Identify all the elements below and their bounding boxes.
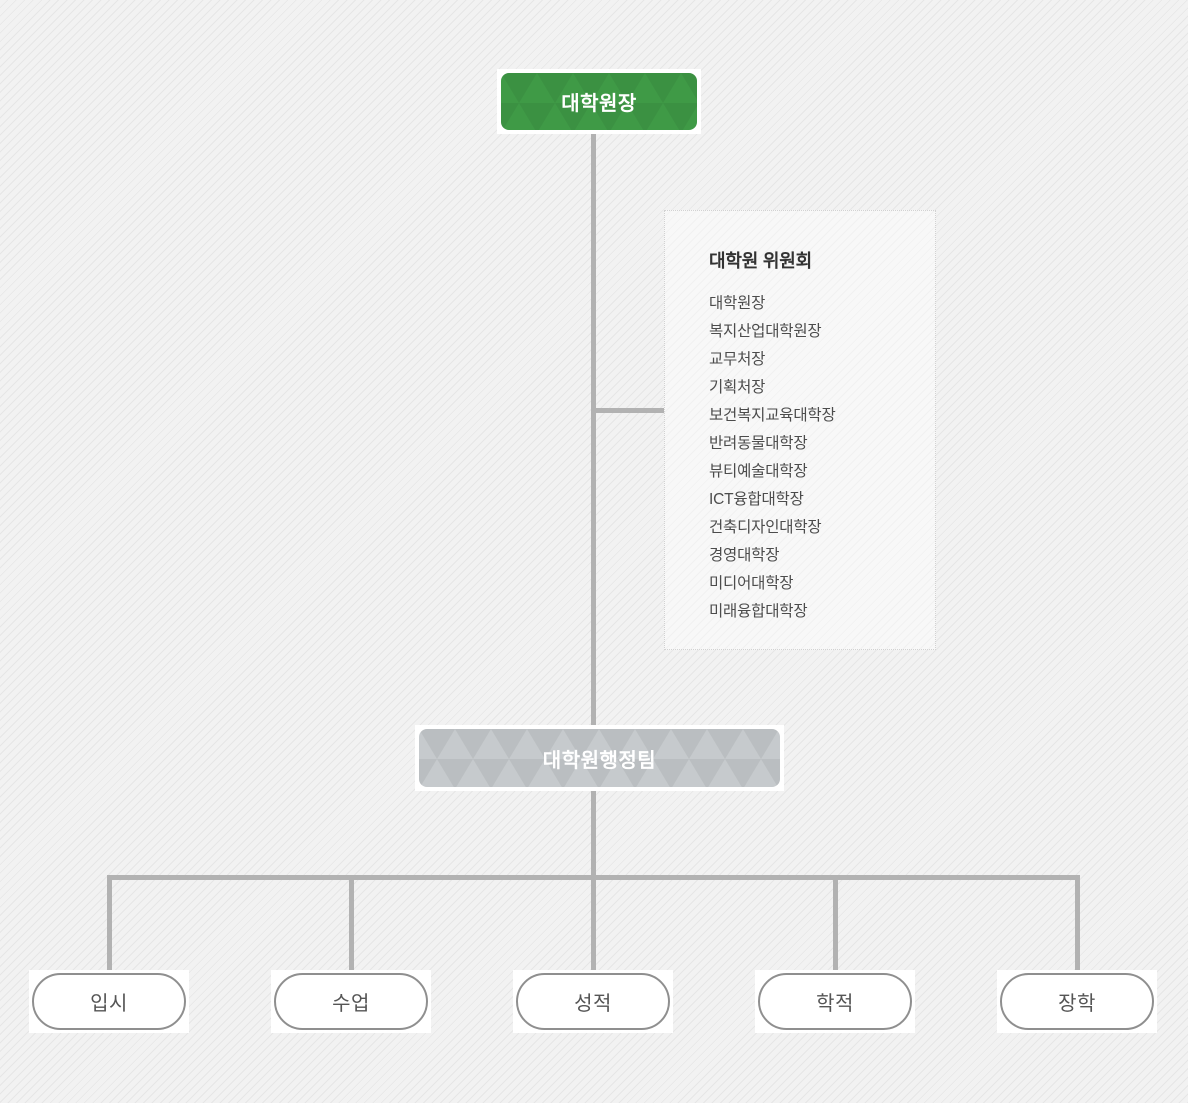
- admin-team-backing: 대학원행정팀: [415, 725, 784, 791]
- connector-trunk-upper: [591, 128, 596, 730]
- committee-member: 교무처장: [709, 351, 766, 368]
- department-node-backing: 수업: [271, 970, 431, 1033]
- committee-title: 대학원 위원회: [709, 251, 812, 271]
- connector-trunk-lower: [591, 786, 596, 877]
- root-node: 대학원장: [501, 73, 697, 130]
- connector-stub-scholarship: [1075, 875, 1080, 973]
- committee-member: 경영대학장: [709, 547, 780, 564]
- committee-member: 건축디자인대학장: [709, 519, 822, 536]
- connector-stub-admissions: [107, 875, 112, 973]
- committee-member: 뷰티예술대학장: [709, 463, 808, 480]
- triangle-pattern-icon: [419, 729, 780, 787]
- connector-branch-committee: [594, 408, 664, 413]
- committee-member: 미디어대학장: [709, 575, 794, 592]
- admin-team-node: 대학원행정팀: [419, 729, 780, 787]
- department-node-grades: 성적: [516, 973, 670, 1030]
- department-node-classes: 수업: [274, 973, 428, 1030]
- root-node-backing: 대학원장: [497, 69, 701, 134]
- department-node-scholarship: 장학: [1000, 973, 1154, 1030]
- department-node-backing: 성적: [513, 970, 673, 1033]
- committee-member: 대학원장: [709, 295, 766, 312]
- committee-member: 반려동물대학장: [709, 435, 808, 452]
- admin-team-label: 대학원행정팀: [542, 749, 657, 772]
- department-node-backing: 입시: [29, 970, 189, 1033]
- department-node-backing: 학적: [755, 970, 915, 1033]
- department-node-admissions: 입시: [32, 973, 186, 1030]
- root-node-label: 대학원장: [561, 93, 637, 115]
- triangle-pattern-icon: [501, 73, 697, 130]
- connector-stub-classes: [349, 875, 354, 973]
- connector-stub-registry: [833, 875, 838, 973]
- committee-member: ICT융합대학장: [709, 491, 804, 508]
- committee-member: 복지산업대학원장: [709, 323, 822, 340]
- department-node-registry: 학적: [758, 973, 912, 1030]
- committee-member: 보건복지교육대학장: [709, 407, 836, 424]
- connector-stub-grades: [591, 875, 596, 973]
- department-node-backing: 장학: [997, 970, 1157, 1033]
- committee-member: 기획처장: [709, 379, 766, 396]
- committee-member: 미래융합대학장: [709, 603, 808, 620]
